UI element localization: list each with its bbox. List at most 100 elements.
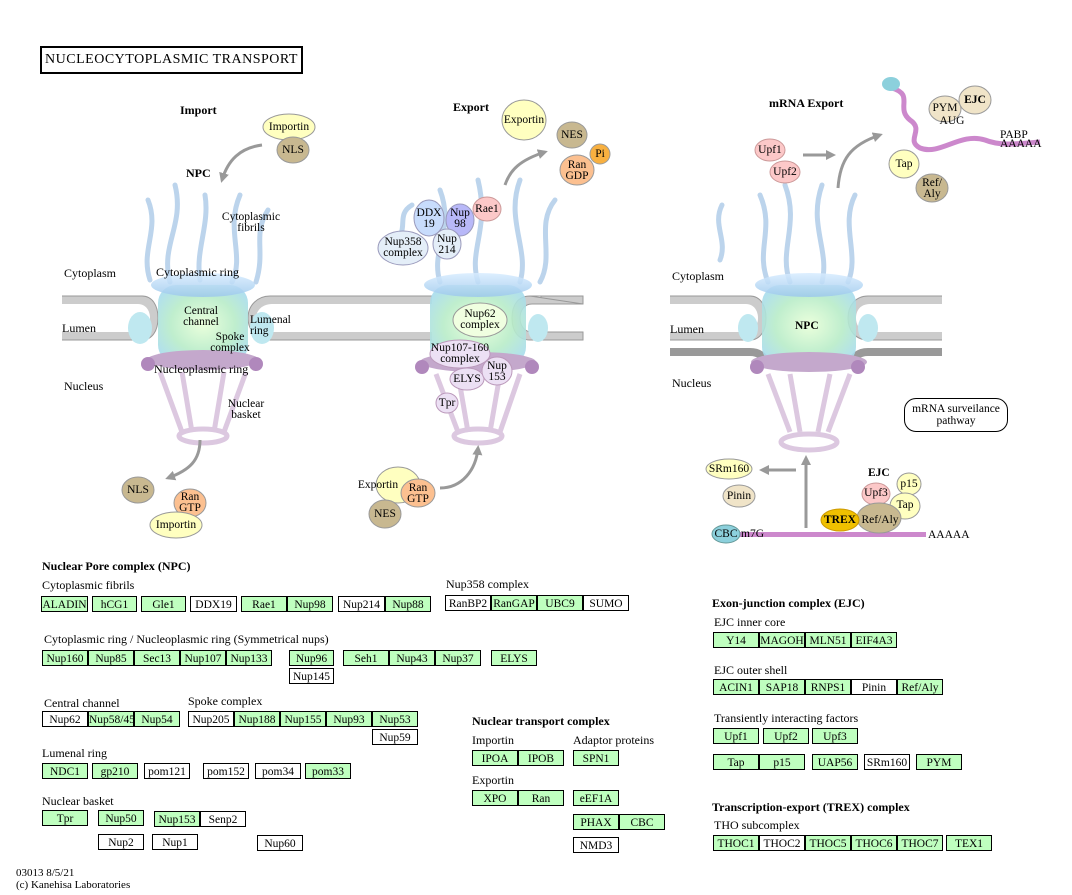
gene-box[interactable]: Gle1 [141,596,186,612]
gene-box[interactable]: Nup2 [98,834,144,850]
gene-box[interactable]: Nup93 [326,711,372,727]
gene-box[interactable]: NDC1 [42,763,88,779]
gene-box[interactable]: THOC5 [805,835,851,851]
gene-box[interactable]: THOC1 [713,835,759,851]
gene-box[interactable]: Nup85 [88,650,134,666]
gene-box[interactable]: RNPS1 [805,679,851,695]
tpr-molecule: Tpr [438,397,456,409]
gene-box[interactable]: CBC [619,814,665,830]
ejc-outer-shell-label: EJC outer shell [714,663,788,677]
lumen-label: Lumen [62,321,96,335]
gene-box[interactable]: SPN1 [573,750,619,766]
transient-factors-label: Transiently interacting factors [714,711,859,725]
gene-box[interactable]: Nup155 [280,711,326,727]
gene-box[interactable]: EIF4A3 [851,632,897,648]
gene-box[interactable]: eEF1A [573,790,619,806]
rings-group-label: Cytoplasmic ring / Nucleoplasmic ring (S… [44,632,329,646]
gene-box[interactable]: Nup59 [372,729,418,745]
nup214-molecule: Nup 214 [437,233,457,256]
gene-box[interactable]: Nup1 [152,834,198,850]
gene-box[interactable]: Tpr [42,810,88,826]
nucleus-label-mrna: Nucleus [672,376,712,390]
gene-box[interactable]: Seh1 [343,650,389,666]
gene-box[interactable]: NMD3 [573,837,619,853]
gene-box[interactable]: pom34 [255,763,301,779]
gene-box[interactable]: pom121 [144,763,190,779]
gene-box[interactable]: Nup98 [287,596,333,612]
gene-box[interactable]: hCG1 [92,596,137,612]
gene-box[interactable]: Nup188 [234,711,280,727]
gene-box[interactable]: pom33 [305,763,351,779]
gene-box[interactable]: ELYS [491,650,537,666]
gene-box[interactable]: p15 [759,754,805,770]
gene-box[interactable]: Y14 [713,632,759,648]
gene-box[interactable]: Nup50 [98,810,144,826]
gene-box[interactable]: Sec13 [134,650,180,666]
gene-box[interactable]: Upf3 [812,728,858,744]
gene-box[interactable]: DDX19 [190,596,237,612]
gene-box[interactable]: THOC2 [759,835,805,851]
gene-box[interactable]: Nup153 [154,811,200,827]
gene-box[interactable]: Ref/Aly [897,679,943,695]
importin-molecule-bottom: Importin [155,519,197,531]
gene-box[interactable]: XPO [472,790,518,806]
gene-box[interactable]: Nup60 [257,835,303,851]
gene-box[interactable]: PYM [916,754,962,770]
nls-molecule: NLS [282,144,304,156]
gene-box[interactable]: IPOB [518,750,564,766]
gene-box[interactable]: Nup88 [385,596,431,612]
gene-box[interactable]: Rae1 [241,596,287,612]
gene-box[interactable]: Nup145 [289,668,334,684]
gene-box[interactable]: RanBP2 [445,595,491,611]
gene-box[interactable]: UAP56 [812,754,858,770]
ejc-section-heading: Exon-junction complex (EJC) [712,596,865,610]
gene-box[interactable]: IPOA [472,750,518,766]
nucleus-label: Nucleus [64,379,104,393]
gene-box[interactable]: Tap [713,754,759,770]
gene-box[interactable]: Nup96 [289,650,334,666]
gene-box[interactable]: TEX1 [946,835,992,851]
mrna-export-heading: mRNA Export [769,96,844,110]
gene-box[interactable]: Ran [518,790,564,806]
gene-box[interactable]: MAGOH [759,632,805,648]
gene-box[interactable]: Nup43 [389,650,435,666]
gene-box[interactable]: gp210 [92,763,138,779]
nup62-complex-molecule: Nup62 complex [460,308,500,331]
gene-box[interactable]: Nup107 [180,650,226,666]
gene-box[interactable]: SUMO [583,595,629,611]
gene-box[interactable]: ACIN1 [713,679,759,695]
gene-box[interactable]: RanGAP [491,595,537,611]
gene-box[interactable]: Nup133 [226,650,272,666]
gene-box[interactable]: Nup160 [42,650,88,666]
gene-box[interactable]: Nup58/45 [88,711,134,727]
gene-box[interactable]: THOC6 [851,835,897,851]
mrna-strand-bottom [738,532,926,537]
gene-box[interactable]: Nup53 [372,711,418,727]
gene-box[interactable]: Pinin [851,679,897,695]
cytoplasmic-fibrils-group-label: Cytoplasmic fibrils [42,578,135,592]
mrna-surveillance-pathway-link[interactable]: mRNA surveilance pathway [904,398,1008,432]
cytoplasmic-fibrils-label: Cytoplasmic fibrils [221,211,281,234]
gene-box[interactable]: Nup37 [435,650,481,666]
gene-box[interactable]: Senp2 [200,811,246,827]
importin-molecule: Importin [268,121,310,133]
gene-box[interactable]: Nup54 [134,711,180,727]
gene-box[interactable]: pom152 [203,763,249,779]
gene-box[interactable]: PHAX [573,814,619,830]
adaptor-proteins-group-label: Adaptor proteins [573,733,654,747]
gene-box[interactable]: MLN51 [805,632,851,648]
spoke-complex-group-label: Spoke complex [188,694,263,708]
gene-box[interactable]: SRm160 [864,754,910,770]
trex-molecule: TREX [824,514,856,526]
gene-box[interactable]: Nup214 [338,596,385,612]
gene-box[interactable]: UBC9 [537,595,583,611]
gene-box[interactable]: Nup205 [188,711,234,727]
gene-box[interactable]: Upf1 [713,728,759,744]
gene-box[interactable]: Nup62 [42,711,88,727]
gene-box[interactable]: Upf2 [763,728,809,744]
gene-box[interactable]: SAP18 [759,679,805,695]
pym-molecule: PYM [932,102,958,114]
gene-box[interactable]: ALADIN [41,596,88,612]
gene-box[interactable]: THOC7 [897,835,943,851]
